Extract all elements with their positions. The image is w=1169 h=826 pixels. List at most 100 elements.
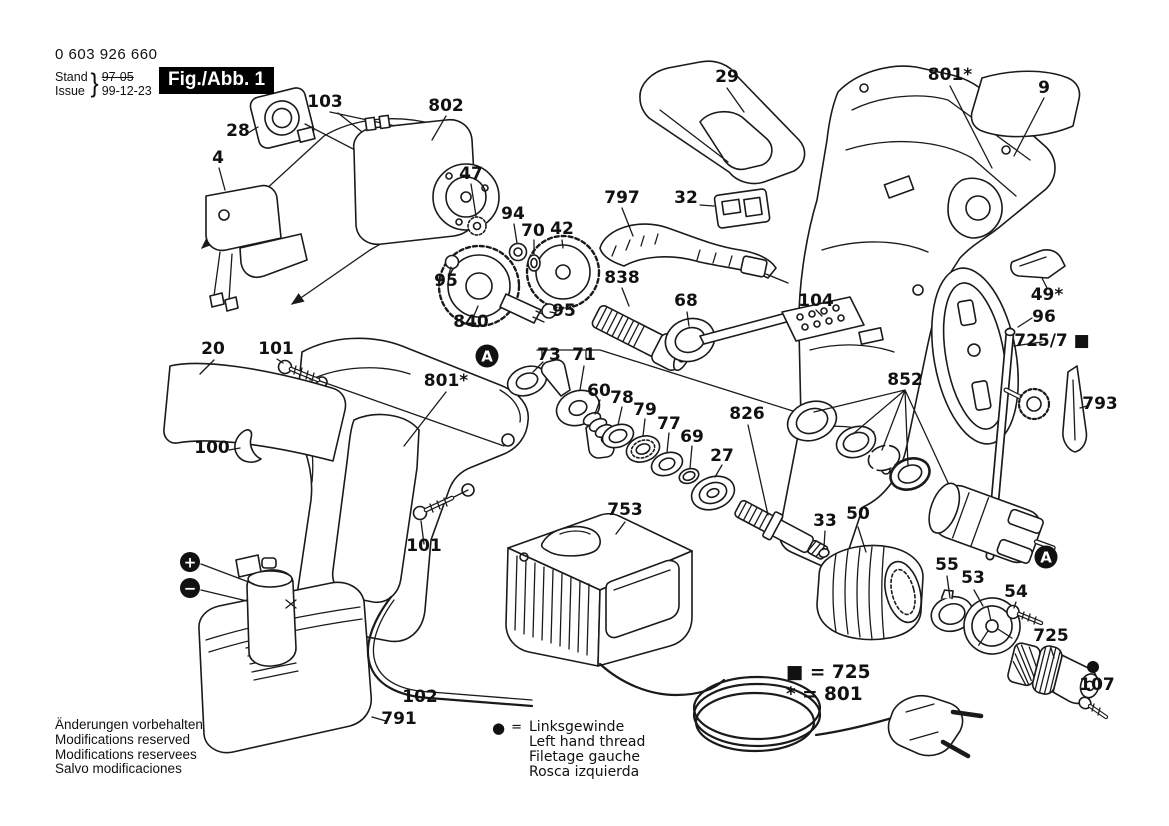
washer-78 bbox=[601, 406, 635, 449]
callout-797: 797 bbox=[604, 188, 640, 208]
callout-9: 9 bbox=[1038, 78, 1050, 98]
callout-826: 826 bbox=[729, 404, 765, 424]
bearing-27 bbox=[690, 464, 736, 511]
callout-791: 791 bbox=[381, 709, 417, 729]
callout-71: 71 bbox=[572, 345, 596, 365]
figure-badge: Fig./Abb. 1 bbox=[159, 67, 275, 94]
ball-95a bbox=[444, 254, 460, 275]
power-cord bbox=[598, 662, 984, 759]
battery-contact-32 bbox=[699, 188, 771, 229]
washer-70 bbox=[527, 239, 541, 272]
clutch-plate-53 bbox=[963, 589, 1021, 655]
axis-bracket bbox=[536, 349, 797, 413]
disclaimer-line: Salvo modificaciones bbox=[55, 761, 182, 777]
callout-32: 32 bbox=[674, 188, 698, 208]
callout-801: 801* bbox=[928, 65, 972, 85]
panel-9 bbox=[970, 70, 1081, 157]
section-marker-a: A bbox=[475, 344, 499, 368]
charger-753 bbox=[505, 512, 693, 667]
gear-shaft-793 bbox=[1003, 365, 1088, 453]
callout-78: 78 bbox=[610, 388, 634, 408]
callout-7257: 725/7 ■ bbox=[1014, 331, 1090, 351]
callout-55: 55 bbox=[935, 555, 959, 575]
callout-79: 79 bbox=[633, 400, 657, 420]
callout-95: 95 bbox=[552, 301, 576, 321]
bearing-plate-28 bbox=[247, 87, 437, 193]
callout-802: 802 bbox=[428, 96, 464, 116]
screw-107 bbox=[1078, 696, 1109, 720]
callout-801: 801* bbox=[424, 371, 468, 391]
washer-94 bbox=[508, 223, 528, 262]
battery-polarity-minus-marker: − bbox=[180, 578, 200, 598]
callout-102: 102 bbox=[402, 687, 438, 707]
callout-20: 20 bbox=[201, 339, 225, 359]
ring-69 bbox=[678, 445, 700, 485]
callout-4: 4 bbox=[212, 148, 224, 168]
strap-797 bbox=[599, 207, 789, 284]
document-number: 0 603 926 660 bbox=[55, 46, 158, 63]
callout-96: 96 bbox=[1032, 307, 1056, 327]
rings-852 bbox=[786, 389, 957, 501]
callout-100: 100 bbox=[194, 438, 230, 458]
callout-793: 793 bbox=[1082, 394, 1118, 414]
power-plug bbox=[887, 695, 984, 759]
spindle-housing bbox=[928, 482, 1056, 564]
battery-polarity-plus-marker: + bbox=[180, 552, 200, 572]
callout-101: 101 bbox=[258, 339, 294, 359]
ring-33 bbox=[818, 530, 830, 558]
callout-77: 77 bbox=[657, 414, 681, 434]
callout-101: 101 bbox=[406, 536, 442, 556]
filled-dot-icon: ● bbox=[492, 719, 506, 737]
battery-cover-29 bbox=[639, 60, 806, 185]
clutch-sleeve-50 bbox=[816, 526, 924, 641]
gear-840 bbox=[437, 244, 548, 328]
callout-852: 852 bbox=[887, 370, 923, 390]
thread-legend-line: Rosca izquierda bbox=[529, 764, 640, 780]
square-legend-line: ■ = 725 bbox=[786, 662, 871, 683]
callout-840: 840 bbox=[453, 312, 489, 332]
callout-95: 95 bbox=[434, 271, 458, 291]
callout-68: 68 bbox=[674, 291, 698, 311]
callout-725: 725 bbox=[1033, 626, 1069, 646]
pinion-47 bbox=[467, 216, 487, 236]
callout-47: 47 bbox=[459, 164, 483, 184]
wire-102 bbox=[366, 595, 534, 708]
asterisk-legend-line: * = 801 bbox=[786, 683, 863, 705]
battery-pack-791 bbox=[198, 554, 387, 754]
issue-block: Stand Issue } 97-05 99-12-23 bbox=[55, 68, 152, 99]
callout-94: 94 bbox=[501, 204, 525, 224]
callout-107: 107 bbox=[1079, 675, 1115, 695]
switch-4 bbox=[205, 167, 308, 312]
callout-103: 103 bbox=[307, 92, 343, 112]
disclaimer-block: Änderungen vorbehalten Modifications res… bbox=[55, 717, 203, 777]
section-marker-a: A bbox=[1034, 545, 1058, 569]
callout-73: 73 bbox=[537, 345, 561, 365]
svg-text:A: A bbox=[1040, 548, 1052, 566]
bearing-68 bbox=[664, 311, 716, 363]
callout-27: 27 bbox=[710, 446, 734, 466]
issue-label: Issue bbox=[55, 83, 85, 98]
gear-42 bbox=[525, 234, 601, 310]
chuck-725 bbox=[1007, 642, 1100, 705]
brace: } bbox=[90, 68, 99, 98]
washer-77 bbox=[650, 432, 684, 477]
ball-95b bbox=[541, 303, 557, 319]
callout-69: 69 bbox=[680, 427, 704, 447]
screw-54 bbox=[1006, 601, 1044, 626]
clip-100 bbox=[228, 429, 262, 463]
screw-101-lower bbox=[412, 489, 469, 545]
svg-text:+: + bbox=[184, 553, 197, 571]
callout-753: 753 bbox=[607, 500, 643, 520]
motor-802 bbox=[352, 114, 500, 246]
callout-49: 49* bbox=[1031, 285, 1064, 305]
callout-29: 29 bbox=[715, 67, 739, 87]
callout-33: 33 bbox=[813, 511, 837, 531]
callout-838: 838 bbox=[604, 268, 640, 288]
svg-text:A: A bbox=[481, 347, 493, 365]
screw-101-upper bbox=[276, 358, 505, 447]
symbol-legend: ■ = 725 * = 801 bbox=[786, 662, 870, 705]
left-hand-thread-legend: ● = Linksgewinde Left hand thread Fileta… bbox=[492, 720, 645, 780]
stand-value: 97-05 bbox=[101, 69, 134, 84]
